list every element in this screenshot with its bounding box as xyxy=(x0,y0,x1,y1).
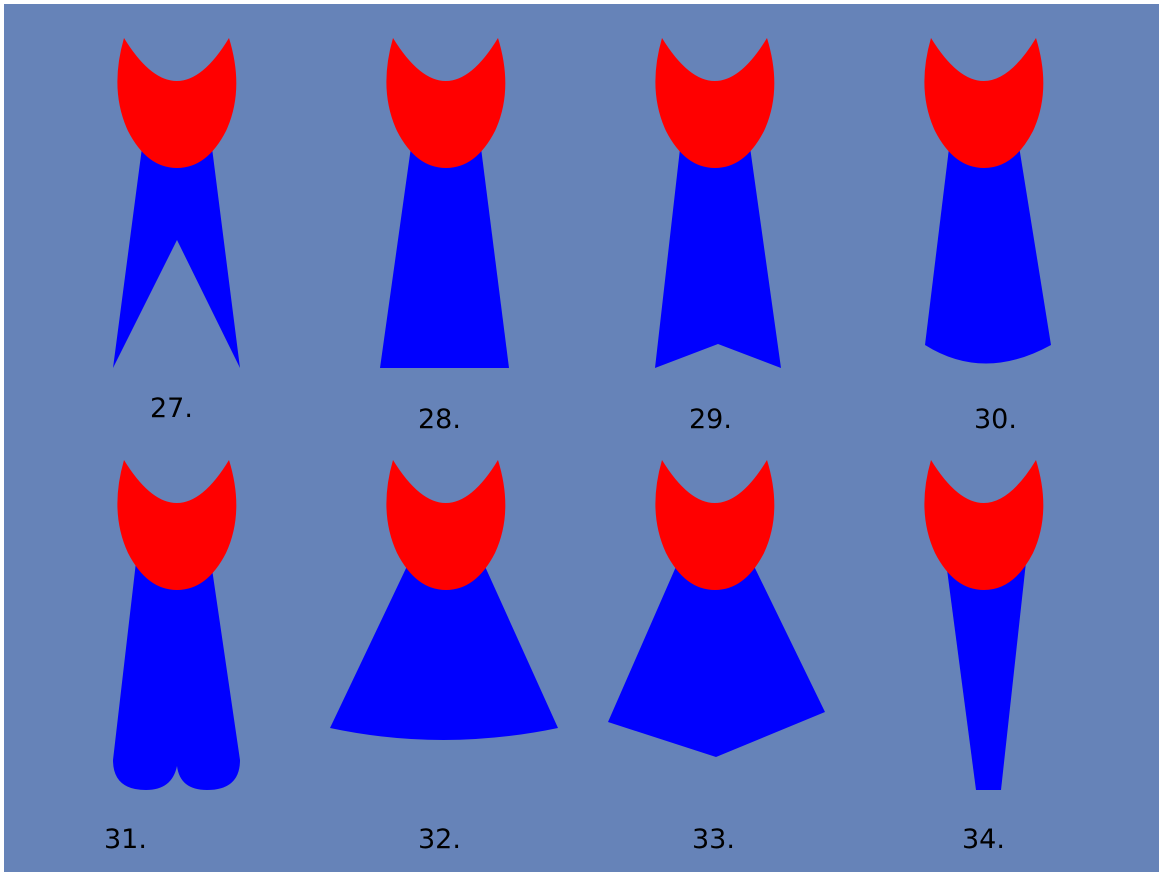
figure-label-27: 27. xyxy=(150,393,193,424)
figure-label-30: 30. xyxy=(974,404,1017,435)
figure-label-32: 32. xyxy=(418,824,461,855)
figure-label-34: 34. xyxy=(962,824,1005,855)
figure-label-28: 28. xyxy=(418,404,461,435)
figure-label-29: 29. xyxy=(689,404,732,435)
figure-label-33: 33. xyxy=(692,824,735,855)
figure-label-31: 31. xyxy=(104,824,147,855)
